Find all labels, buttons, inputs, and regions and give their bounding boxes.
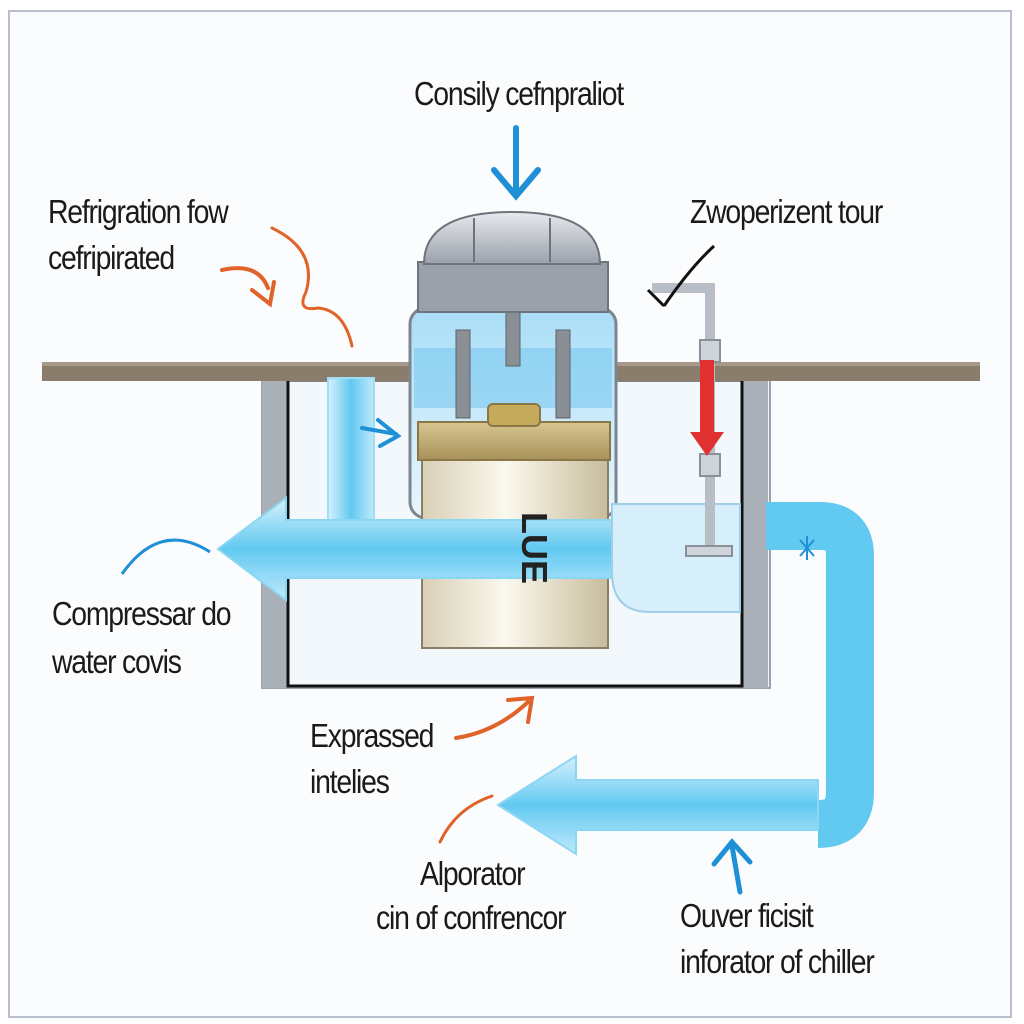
tank-lid-base — [417, 261, 609, 313]
label-ouver-line1: Ouver ficisit — [680, 897, 814, 934]
cylinder-cap — [487, 403, 541, 427]
label-top: Consily cefnpraliot — [414, 75, 624, 112]
red-down-arrow — [690, 432, 724, 456]
flow-arrow-bottom — [496, 754, 819, 856]
basin-right-wall — [742, 380, 768, 688]
compressor-blue-curve — [120, 538, 211, 575]
refrigeration-orange-curl — [270, 226, 354, 348]
label-zwoperizent: Zwoperizent tour — [690, 193, 883, 230]
label-expressed-line1: Exprassed — [310, 717, 434, 754]
label-compressor-line1: Compressar do — [52, 595, 232, 632]
expressed-orange-arrow — [454, 695, 535, 740]
label-refrigeration-line2: cefripirated — [48, 239, 175, 276]
label-alporator-line2: cin of confrencor — [376, 899, 567, 936]
red-flow-line — [700, 360, 714, 438]
label-compressor-line2: water covis — [52, 643, 182, 680]
label-refrigeration-line1: Refrigration fow — [48, 193, 229, 230]
tank-label: LUE — [514, 512, 555, 584]
ouver-blue-arrow — [711, 838, 753, 895]
label-expressed-line2: intelies — [310, 763, 390, 800]
tank-lid-dome — [422, 210, 602, 265]
label-ouver-line2: inforator of chiller — [680, 943, 875, 980]
vertical-pipe — [327, 377, 375, 539]
cylinder-band — [417, 421, 611, 461]
top-down-arrow — [491, 125, 541, 201]
label-alporator-line1: Alporator — [420, 855, 526, 892]
refrigeration-orange-arrow — [220, 266, 276, 308]
return-loop-pipe — [766, 502, 874, 848]
inflow-blue-arrow — [360, 418, 402, 448]
alporator-orange-curve — [438, 794, 494, 844]
zwoperizent-pointer — [662, 244, 716, 307]
outlet-chamber — [611, 503, 741, 613]
